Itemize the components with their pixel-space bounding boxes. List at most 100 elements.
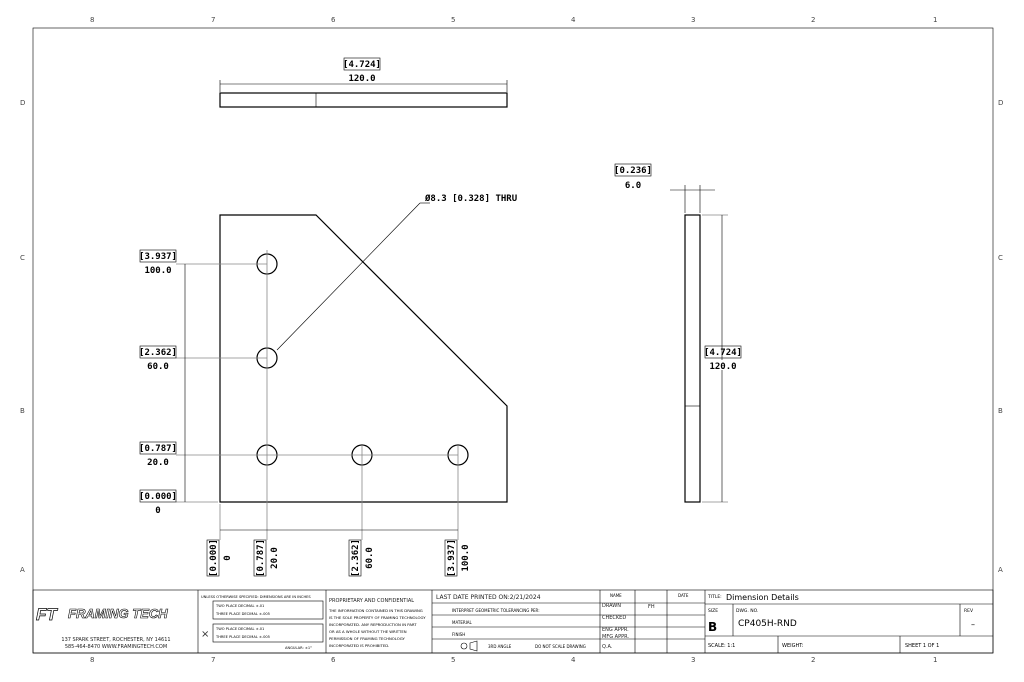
svg-text:C: C	[20, 254, 25, 262]
company-address: 137 SPARK STREET, ROCHESTER, NY 14611	[61, 637, 170, 643]
svg-text:[3.937]: [3.937]	[139, 252, 177, 262]
zone-letters: D C B A D C B A	[20, 99, 1003, 574]
svg-text:DRAWN: DRAWN	[602, 603, 621, 609]
svg-text:100.0: 100.0	[461, 544, 471, 571]
svg-text:TWO PLACE DECIMAL ±.01: TWO PLACE DECIMAL ±.01	[215, 627, 264, 631]
zone-numbers-top: 8 7 6 5 4 3 2 1	[90, 16, 937, 24]
company-logo: FT FRAMING TECH	[36, 605, 169, 625]
svg-text:8: 8	[90, 656, 94, 664]
top-width-mm: 120.0	[348, 74, 375, 84]
svg-text:INTERPRET GEOMETRIC TOLERANCIN: INTERPRET GEOMETRIC TOLERANCING PER:	[452, 608, 540, 613]
svg-text:PERMISSION OF FRAMING TECHNOLO: PERMISSION OF FRAMING TECHNOLOGY	[329, 636, 406, 641]
svg-text:[2.362]: [2.362]	[351, 539, 361, 577]
zone-6: 6	[331, 16, 336, 24]
y-dimensions: [3.937] 100.0 [2.362] 60.0 [0.787] 20.0 …	[139, 249, 177, 516]
drawing-title: Dimension Details	[726, 593, 799, 602]
svg-text:[4.724]: [4.724]	[704, 348, 742, 358]
svg-text:×: ×	[201, 629, 209, 640]
svg-text:6: 6	[331, 656, 336, 664]
svg-text:INCORPORATED. ANY REPRODUCTION: INCORPORATED. ANY REPRODUCTION IN PART	[329, 622, 417, 627]
svg-text:TITLE:: TITLE:	[707, 594, 722, 600]
svg-text:OR AS A WHOLE WITHOUT THE WRIT: OR AS A WHOLE WITHOUT THE WRITTEN	[329, 629, 407, 634]
zone-4: 4	[571, 16, 576, 24]
x-dimensions: [0.000] 0 [0.787] 20.0 [2.362] 60.0 [3.937]…	[206, 539, 471, 577]
top-width-inch: [4.724]	[343, 60, 381, 70]
zone-8: 8	[90, 16, 94, 24]
company-contact: 585-464-8470 WWW.FRAMINGTECH.COM	[65, 644, 167, 650]
holes	[256, 253, 469, 466]
svg-text:7: 7	[211, 656, 215, 664]
svg-text:Q.A.: Q.A.	[602, 644, 613, 650]
svg-text:0: 0	[155, 506, 160, 516]
svg-text:100.0: 100.0	[144, 266, 171, 276]
svg-text:FINISH: FINISH	[452, 632, 465, 637]
svg-text:REV: REV	[964, 608, 974, 614]
svg-text:CHECKED: CHECKED	[602, 615, 626, 621]
svg-text:THE INFORMATION CONTAINED IN T: THE INFORMATION CONTAINED IN THIS DRAWIN…	[328, 608, 423, 613]
hole-callout: Ø8.3 [0.328] THRU	[424, 193, 517, 204]
zone-3: 3	[691, 16, 695, 24]
extension-lines	[176, 250, 459, 540]
svg-text:4: 4	[571, 656, 576, 664]
svg-text:120.0: 120.0	[709, 362, 736, 372]
scale: SCALE: 1:1	[708, 643, 735, 649]
title-block: FT FRAMING TECH 137 SPARK STREET, ROCHES…	[32, 589, 994, 654]
svg-text:3RD ANGLE: 3RD ANGLE	[488, 644, 512, 649]
svg-text:[2.362]: [2.362]	[139, 348, 177, 358]
third-angle-projection-icon	[460, 642, 468, 650]
front-view: Ø8.3 [0.328] THRU [3.937] 100.0 [2.362] …	[139, 193, 517, 577]
svg-text:A: A	[998, 566, 1003, 574]
svg-text:[0.236]: [0.236]	[614, 166, 652, 176]
drawing-border	[32, 27, 994, 654]
last-printed: LAST DATE PRINTED ON:2/21/2024	[436, 594, 541, 601]
svg-text:DO NOT SCALE DRAWING: DO NOT SCALE DRAWING	[535, 644, 586, 649]
svg-text:D: D	[20, 99, 25, 107]
svg-text:SIZE: SIZE	[708, 608, 718, 614]
svg-text:D: D	[998, 99, 1003, 107]
svg-text:6.0: 6.0	[625, 181, 641, 191]
svg-text:60.0: 60.0	[365, 547, 375, 569]
svg-text:3: 3	[691, 656, 695, 664]
drawing-number: CP405H-RND	[738, 619, 797, 629]
weight: WEIGHT:	[782, 643, 804, 649]
top-view: [4.724] 120.0	[219, 57, 508, 108]
svg-text:THREE PLACE DECIMAL ±.005: THREE PLACE DECIMAL ±.005	[215, 612, 270, 616]
svg-text:[3.937]: [3.937]	[447, 539, 457, 577]
svg-text:FT: FT	[36, 605, 58, 624]
svg-text:DATE: DATE	[678, 593, 689, 598]
callout-leader	[276, 202, 421, 351]
svg-text:20.0: 20.0	[270, 547, 280, 569]
sheet-number: SHEET 1 OF 1	[905, 643, 939, 649]
svg-text:DWG. NO.: DWG. NO.	[736, 608, 758, 614]
svg-text:FRAMING TECH: FRAMING TECH	[68, 606, 168, 621]
svg-text:MATERIAL: MATERIAL	[452, 620, 473, 625]
svg-text:[0.000]: [0.000]	[209, 539, 219, 577]
drawn-by: FH	[648, 604, 655, 610]
svg-text:60.0: 60.0	[147, 362, 169, 372]
svg-text:[0.787]: [0.787]	[256, 539, 266, 577]
svg-text:UNLESS OTHERWISE SPECIFIED: DI: UNLESS OTHERWISE SPECIFIED: DIMENSIONS A…	[201, 595, 311, 599]
svg-text:5: 5	[451, 656, 455, 664]
side-view: [0.236] 6.0 [4.724] 120.0	[614, 163, 742, 503]
svg-text:TWO PLACE DECIMAL ±.01: TWO PLACE DECIMAL ±.01	[215, 604, 264, 608]
svg-text:B: B	[20, 407, 25, 415]
zone-7: 7	[211, 16, 215, 24]
svg-text:2: 2	[811, 656, 815, 664]
plate-outline	[219, 214, 508, 503]
zone-5: 5	[451, 16, 455, 24]
svg-text:NAME: NAME	[610, 593, 622, 598]
svg-text:MFG APPR.: MFG APPR.	[602, 634, 629, 640]
svg-text:A: A	[20, 566, 25, 574]
svg-text:1: 1	[933, 656, 937, 664]
revision: –	[971, 620, 975, 629]
svg-text:PROPRIETARY AND CONFIDENTIAL: PROPRIETARY AND CONFIDENTIAL	[329, 598, 414, 604]
zone-numbers-bottom: 8 7 6 5 4 3 2 1	[90, 656, 937, 664]
svg-text:ANGULAR: ±1°: ANGULAR: ±1°	[285, 646, 312, 650]
svg-text:0: 0	[223, 555, 233, 560]
sheet-size: B	[708, 620, 717, 634]
zone-1: 1	[933, 16, 937, 24]
svg-text:[0.000]: [0.000]	[139, 492, 177, 502]
zone-2: 2	[811, 16, 815, 24]
svg-text:B: B	[998, 407, 1003, 415]
